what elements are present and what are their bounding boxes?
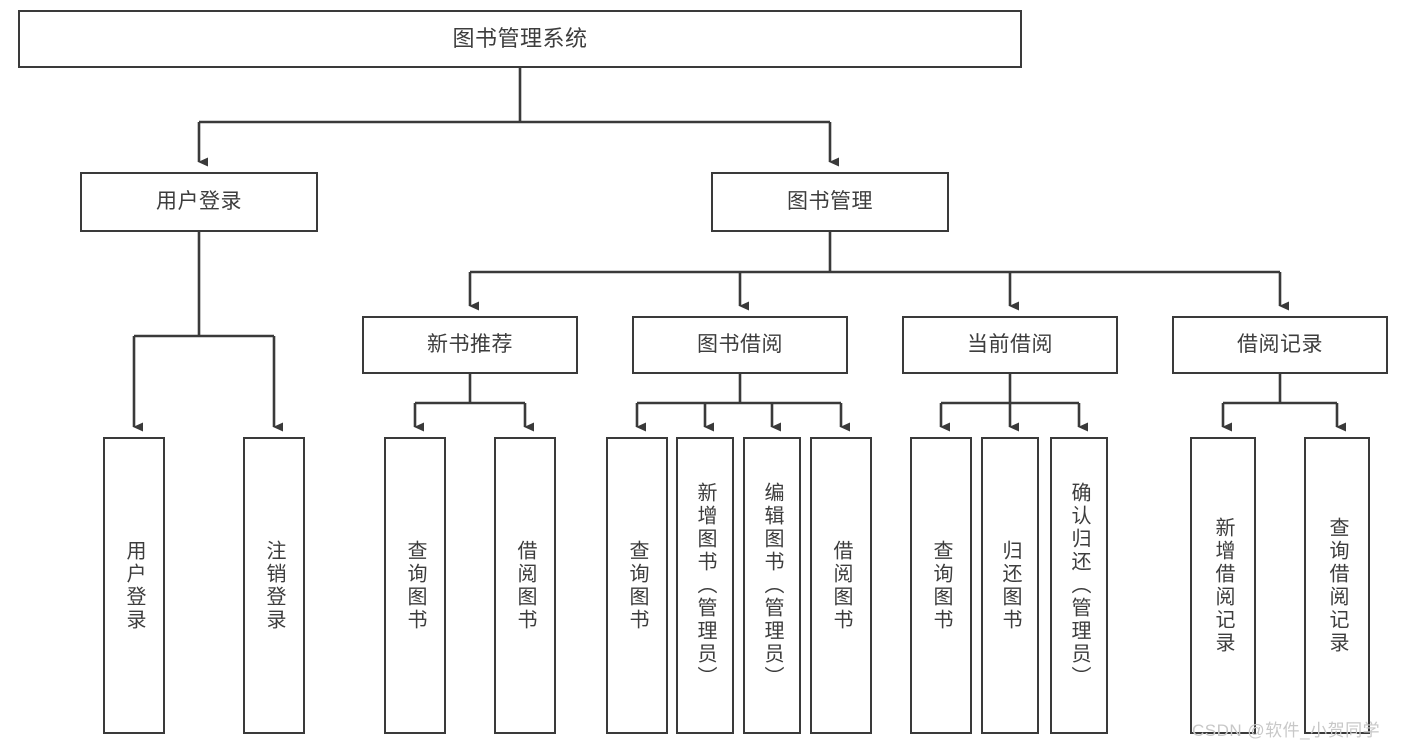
node-label: 归还图书 (999, 539, 1021, 632)
node-label: 注销登录 (263, 539, 285, 632)
node-label: 图书管理 (787, 189, 873, 213)
leaf-add-borrow-record[interactable]: 新增借阅记录 (1190, 437, 1256, 734)
node-label: 新增图书（管理员） (694, 482, 716, 689)
node-label: 查询图书 (404, 539, 426, 632)
node-book-borrow[interactable]: 图书借阅 (632, 316, 848, 374)
leaf-borrow-book-recommend[interactable]: 借阅图书 (494, 437, 556, 734)
node-label: 用户登录 (123, 539, 145, 632)
node-label: 借阅图书 (830, 539, 852, 632)
leaf-return-book[interactable]: 归还图书 (981, 437, 1039, 734)
leaf-user-login[interactable]: 用户登录 (103, 437, 165, 734)
node-label: 新增借阅记录 (1212, 516, 1234, 655)
node-label: 用户登录 (156, 189, 242, 213)
node-label: 借阅图书 (514, 539, 536, 632)
node-new-book-recommend[interactable]: 新书推荐 (362, 316, 578, 374)
node-label: 当前借阅 (967, 332, 1053, 356)
node-borrow-record[interactable]: 借阅记录 (1172, 316, 1388, 374)
leaf-add-book-admin[interactable]: 新增图书（管理员） (676, 437, 734, 734)
leaf-edit-book-admin[interactable]: 编辑图书（管理员） (743, 437, 801, 734)
node-label: 查询借阅记录 (1326, 516, 1348, 655)
node-book-management[interactable]: 图书管理 (711, 172, 949, 232)
node-label: 借阅记录 (1237, 332, 1323, 356)
node-label: 图书借阅 (697, 332, 783, 356)
leaf-query-book-borrow[interactable]: 查询图书 (606, 437, 668, 734)
leaf-query-book-current[interactable]: 查询图书 (910, 437, 972, 734)
leaf-query-borrow-record[interactable]: 查询借阅记录 (1304, 437, 1370, 734)
node-label: 新书推荐 (427, 332, 513, 356)
node-label: 编辑图书（管理员） (761, 482, 783, 689)
leaf-logout[interactable]: 注销登录 (243, 437, 305, 734)
node-user-login[interactable]: 用户登录 (80, 172, 318, 232)
node-label: 查询图书 (930, 539, 952, 632)
node-label: 确认归还（管理员） (1068, 482, 1090, 689)
node-label: 图书管理系统 (452, 26, 588, 52)
leaf-query-book-recommend[interactable]: 查询图书 (384, 437, 446, 734)
node-current-borrow[interactable]: 当前借阅 (902, 316, 1118, 374)
node-label: 查询图书 (626, 539, 648, 632)
node-root-system[interactable]: 图书管理系统 (18, 10, 1022, 68)
leaf-borrow-book[interactable]: 借阅图书 (810, 437, 872, 734)
leaf-confirm-return-admin[interactable]: 确认归还（管理员） (1050, 437, 1108, 734)
